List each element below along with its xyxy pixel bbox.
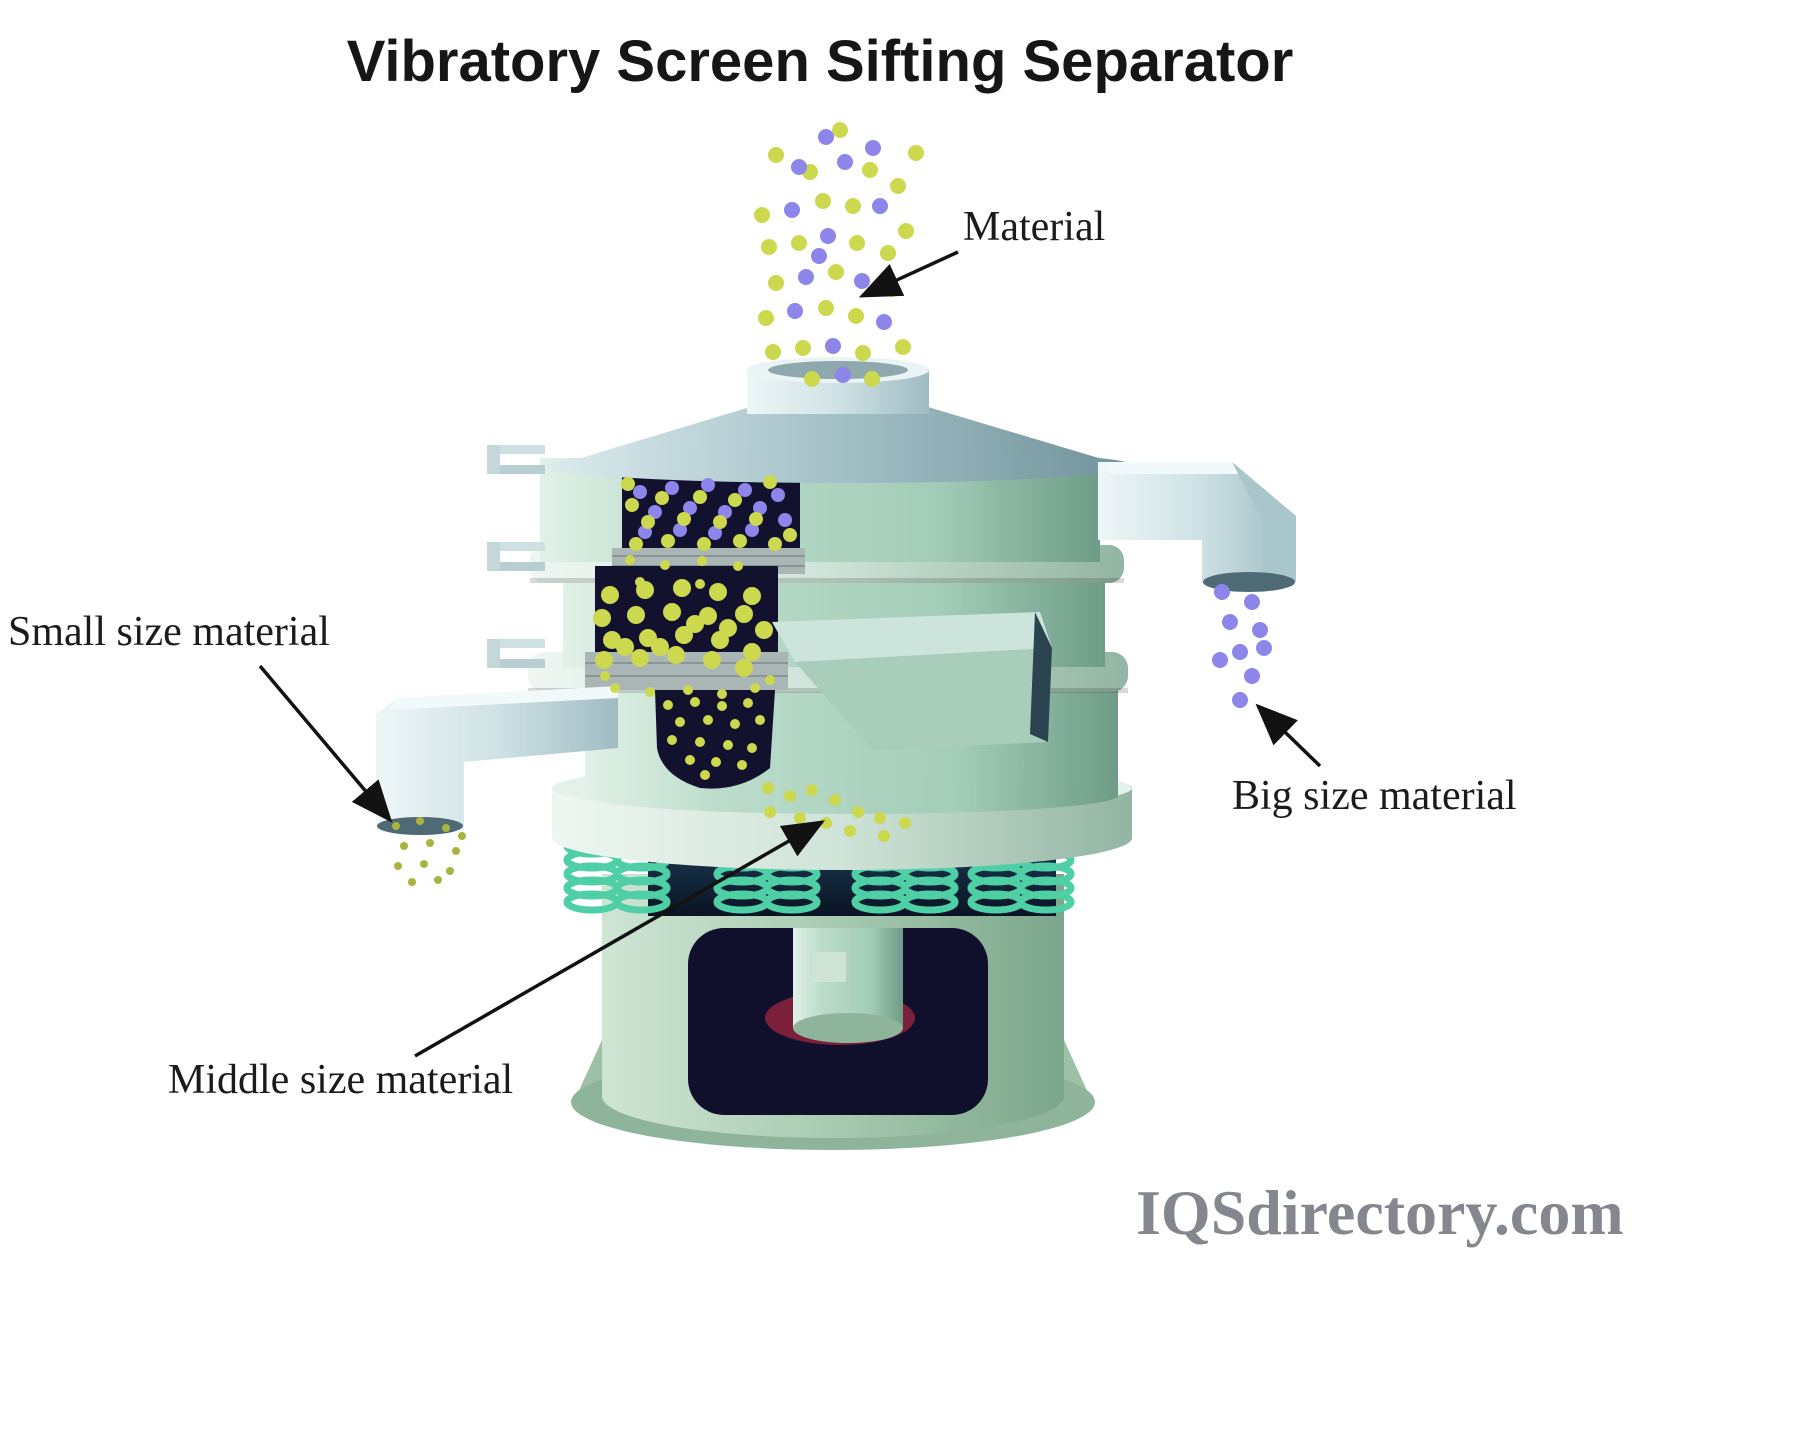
inlet-collar [747,357,929,414]
small-size-falling-particles [392,817,466,886]
lower-funnel-particles [663,697,765,780]
discharge-chute [772,612,1052,750]
label-small-size: Small size material [8,609,330,655]
small-size-arrow [258,664,393,823]
label-material: Material [963,204,1106,250]
inlet-material-particles [754,122,924,387]
label-big-size: Big size material [1232,773,1517,819]
label-middle-size: Middle size material [168,1057,514,1103]
middle-size-arrow [414,820,826,1058]
flange-clamps [487,445,545,668]
big-size-falling-particles [1212,584,1272,708]
motor-shaft [793,928,903,1028]
big-size-arrow [1255,703,1322,768]
small-outlet-spout [376,686,618,835]
top-screen-particles [621,475,797,589]
callout-arrows [258,250,1322,1058]
mid-screen-particles [593,579,775,699]
material-arrow [858,250,959,298]
diagram-title: Vibratory Screen Sifting Separator [346,29,1294,94]
top-cone [546,357,1134,483]
big-outlet-spout [1098,462,1296,592]
watermark: IQSdirectory.com [1136,1177,1624,1248]
